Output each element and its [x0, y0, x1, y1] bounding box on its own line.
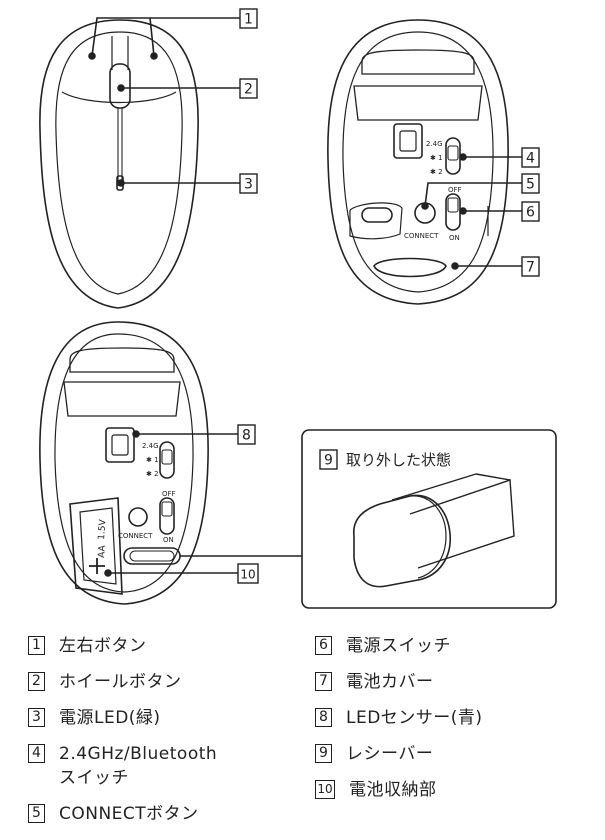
callout-6: 6	[526, 205, 535, 221]
switch-label-off: OFF	[448, 186, 462, 194]
mouse-bottom-open-view	[39, 321, 209, 605]
legend-item-6: 6 電源スイッチ	[315, 634, 451, 658]
switch-label-off-2: OFF	[162, 490, 176, 498]
legend-label-4: 2.4GHz/Bluetooth スイッチ	[59, 744, 218, 788]
legend-num-2: 2	[28, 672, 45, 691]
legend-num-1: 1	[28, 636, 45, 655]
receiver-slot	[123, 547, 181, 565]
legend-item-3: 3 電源LED(緑)	[28, 706, 161, 730]
legend-num-3: 3	[28, 708, 45, 727]
legend-item-5: 5 CONNECTボタン	[28, 802, 199, 826]
switch-label-on-2: ON	[163, 536, 174, 544]
legend-item-10: 10 電池収納部	[315, 778, 437, 802]
receiver-inset	[301, 429, 557, 609]
legend-label-3: 電源LED(緑)	[59, 708, 161, 728]
legend-label-2: ホイールボタン	[59, 672, 182, 692]
callout-3: 3	[244, 177, 253, 193]
battery-compartment	[69, 497, 123, 595]
legend-num-9: 9	[315, 744, 332, 763]
callout-1: 1	[244, 12, 253, 28]
legend-num-5: 5	[28, 804, 45, 823]
battery-aa: AA	[97, 544, 108, 558]
switch-label-bt2-2: ✱ 2	[146, 470, 159, 478]
callout-10: 10	[240, 568, 255, 582]
legend-num-7: 7	[315, 672, 332, 691]
switch-label-24g-2: 2.4G	[142, 442, 159, 450]
callout-8: 8	[242, 428, 251, 444]
legend-label-6: 電源スイッチ	[346, 636, 451, 656]
callout-4: 4	[526, 151, 535, 167]
switch-label-24g: 2.4G	[426, 140, 443, 148]
switch-label-bt1-2: ✱ 1	[146, 456, 159, 464]
switch-label-bt1: ✱ 1	[430, 154, 443, 162]
switch-label-on: ON	[449, 234, 460, 242]
callout-7: 7	[526, 260, 535, 276]
legend-num-10: 10	[315, 780, 335, 799]
legend-label-9: レシーバー	[346, 744, 434, 764]
legend-item-1: 1 左右ボタン	[28, 634, 147, 658]
connect-label: CONNECT	[404, 232, 439, 240]
legend-label-7: 電池カバー	[346, 672, 434, 692]
led-sensor	[105, 427, 135, 463]
legend-num-6: 6	[315, 636, 332, 655]
mouse-parts-diagram: 1 2 3 4 5 6 7 8 10 9 取り外した状態 2.4G ✱ 1 ✱ …	[39, 8, 557, 609]
legend-item-9: 9 レシーバー	[315, 742, 433, 766]
parts-legend: 1 左右ボタン 2 ホイールボタン 3 電源LED(緑) 4 2.4GHz/Bl…	[0, 626, 605, 840]
legend-item-7: 7 電池カバー	[315, 670, 434, 694]
battery-voltage: 1.5V	[97, 518, 108, 540]
legend-item-2: 2 ホイールボタン	[28, 670, 182, 694]
legend-label-5: CONNECTボタン	[59, 804, 199, 824]
legend-label-8: LEDセンサー(青)	[346, 708, 483, 728]
mouse-bottom-view	[327, 19, 509, 305]
legend-label-1: 左右ボタン	[59, 636, 147, 656]
legend-label-10: 電池収納部	[349, 780, 437, 800]
callout-5: 5	[526, 177, 535, 193]
switch-label-bt2: ✱ 2	[430, 168, 443, 176]
connect-label-2: CONNECT	[118, 532, 153, 540]
usb-receiver	[353, 473, 515, 588]
mouse-top-view	[39, 19, 199, 309]
legend-num-8: 8	[315, 708, 332, 727]
legend-item-4: 4 2.4GHz/Bluetooth スイッチ	[28, 742, 217, 790]
callout-9: 9	[324, 453, 333, 469]
legend-item-8: 8 LEDセンサー(青)	[315, 706, 483, 730]
callout-2: 2	[244, 82, 253, 98]
wheel-button	[109, 63, 131, 109]
receiver-title: 取り外した状態	[346, 451, 451, 469]
legend-num-4: 4	[28, 744, 45, 763]
